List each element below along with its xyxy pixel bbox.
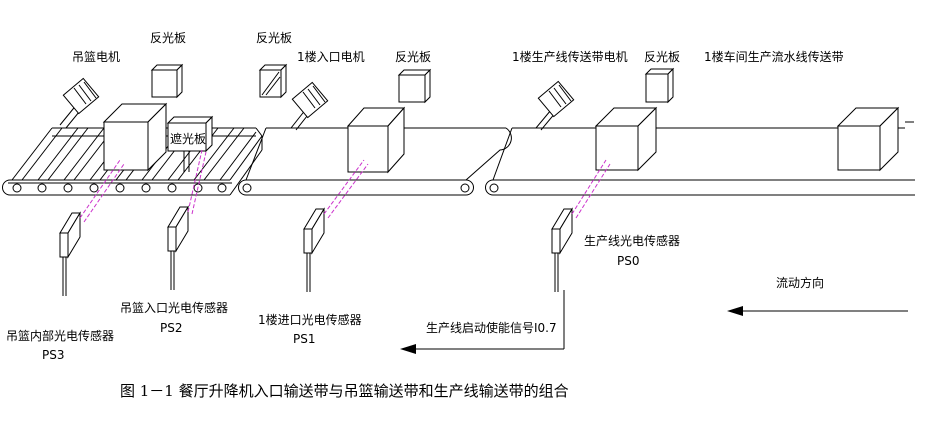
sensor-ps0 [551,207,573,292]
flow-direction-label: 流动方向 [776,275,824,290]
entry-motor [290,81,329,131]
reflector-1-label: 反光板 [150,31,186,45]
shading-plate-label: 遮光板 [170,131,206,146]
basket-motor [59,77,100,129]
reflector-3-label: 反光板 [395,50,431,64]
sensor-ps2 [167,205,189,290]
reflector-box-1 [150,63,184,99]
ps2-label: 吊篮入口光电传感器 [120,300,228,315]
item-box-production-1 [594,106,658,172]
figure-caption: 图 1－1 餐厅升降机入口输送带与吊篮输送带和生产线输送带的组合 [120,382,569,400]
production-conveyor-label: 1楼车间生产流水线传送带 [704,49,844,64]
item-box-production-2 [836,106,900,172]
shading-plate [166,115,214,172]
item-box-entry [346,106,406,174]
entry-motor-label: 1楼入口电机 [297,49,365,64]
ps1-label: 1楼进口光电传感器 [258,312,362,327]
start-signal-arrow [400,290,565,354]
flow-direction-arrow [727,306,908,316]
reflector-2-label: 反光板 [256,31,292,45]
reflector-box-4 [644,67,675,104]
basket-motor-label: 吊篮电机 [72,49,120,64]
sensor-ps3 [59,211,81,296]
ps1-code: PS1 [293,332,316,346]
sensor-ps1 [303,207,325,292]
production-motor-label: 1楼生产线传送带电机 [512,49,628,64]
item-box-basket [102,102,168,172]
ps3-code: PS3 [42,348,65,362]
ps0-code: PS0 [617,254,640,268]
reflector-box-3 [397,68,432,104]
production-motor [535,80,575,131]
ps0-label: 生产线光电传感器 [584,233,680,248]
light-beams [79,149,611,223]
start-signal-label: 生产线启动使能信号I0.7 [426,320,557,335]
ps3-label: 吊篮内部光电传感器 [6,328,114,343]
reflector-box-2 [258,63,288,99]
reflector-4-label: 反光板 [644,50,680,64]
ps2-code: PS2 [160,321,183,335]
